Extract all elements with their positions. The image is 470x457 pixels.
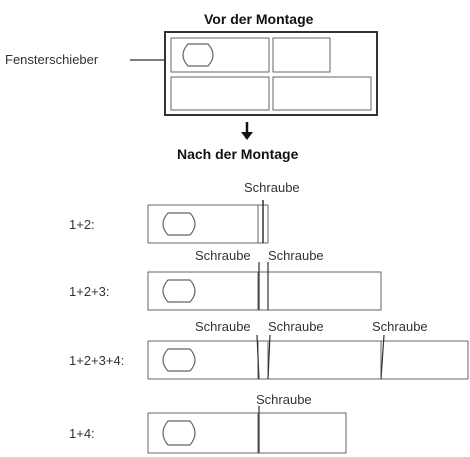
row3-panel-4 <box>380 340 469 380</box>
before-frame <box>164 31 378 116</box>
row4-panel-1 <box>147 412 259 454</box>
before-panel-1 <box>170 37 270 73</box>
row3-screw-3 <box>380 334 385 380</box>
row4-panel-4 <box>257 412 347 454</box>
row1-panel-1 <box>147 204 259 244</box>
before-handle-icon <box>182 43 214 67</box>
screw-label-row3-a: Schraube <box>195 319 251 334</box>
down-arrow-head-icon <box>241 132 253 140</box>
screw-label-row3-b: Schraube <box>268 319 324 334</box>
row3-panel-1 <box>147 340 259 380</box>
row4-handle-icon <box>162 420 196 446</box>
before-panel-2 <box>272 37 331 73</box>
before-title: Vor der Montage <box>204 11 314 27</box>
row-label-3: 1+2+3+4: <box>69 353 125 368</box>
screw-label-row2-a: Schraube <box>195 248 251 263</box>
row-label-2: 1+2+3: <box>69 284 110 299</box>
row3-panel-3 <box>267 340 382 380</box>
screw-label-row2-b: Schraube <box>268 248 324 263</box>
row2-panel-3 <box>267 271 382 311</box>
row3-screw-1 <box>256 334 260 380</box>
before-panel-3 <box>170 76 270 111</box>
screw-label-row3-c: Schraube <box>372 319 428 334</box>
after-title: Nach der Montage <box>177 146 299 162</box>
row-label-4: 1+4: <box>69 426 95 441</box>
screw-label-row4: Schraube <box>256 392 312 407</box>
row3-panel-2 <box>257 340 269 380</box>
row1-handle-icon <box>162 212 196 236</box>
screw-label-row1: Schraube <box>244 180 300 195</box>
window-slider-label: Fensterschieber <box>5 52 99 67</box>
row3-screw-2 <box>267 334 271 380</box>
row-label-1: 1+2: <box>69 217 95 232</box>
row2-panel-1 <box>147 271 259 311</box>
before-panel-4 <box>272 76 372 111</box>
row2-handle-icon <box>162 279 196 303</box>
row3-handle-icon <box>162 348 196 372</box>
